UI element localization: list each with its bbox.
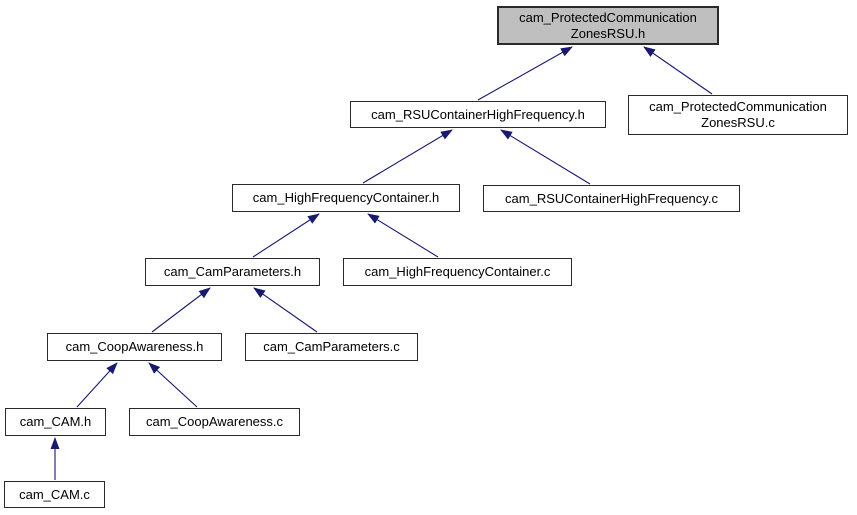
node-cam_CAM.c[interactable]: cam_CAM.c bbox=[4, 481, 105, 508]
node-label: cam_CAM.c bbox=[19, 486, 90, 502]
node-label: cam_CoopAwareness.c bbox=[145, 414, 284, 429]
edge-cam_RSUContainerHighFrequency.h-to-cam_ProtectedCommunicationZonesRSU.h bbox=[477, 46, 573, 101]
edge-cam_HighFrequencyContainer.c-to-cam_HighFrequencyContainer.h bbox=[367, 213, 439, 258]
node-cam_ProtectedCommunicationZonesRSU.h: cam_ProtectedCommunication ZonesRSU.h bbox=[497, 6, 719, 45]
node-label: cam_HighFrequencyContainer.c bbox=[364, 264, 551, 279]
node-cam_RSUContainerHighFrequency.c[interactable]: cam_RSUContainerHighFrequency.c bbox=[483, 185, 740, 212]
node-label: cam_ProtectedCommunication ZonesRSU.h bbox=[519, 9, 697, 41]
node-cam_CamParameters.h[interactable]: cam_CamParameters.h bbox=[145, 258, 320, 286]
node-cam_ProtectedCommunicationZonesRSU.c[interactable]: cam_ProtectedCommunication ZonesRSU.c bbox=[628, 95, 848, 135]
node-cam_HighFrequencyContainer.c[interactable]: cam_HighFrequencyContainer.c bbox=[343, 258, 572, 286]
edge-cam_CAM.h-to-cam_CoopAwareness.h bbox=[76, 362, 118, 408]
node-cam_CoopAwareness.h[interactable]: cam_CoopAwareness.h bbox=[47, 333, 222, 361]
edge-cam_CamParameters.c-to-cam_CamParameters.h bbox=[253, 287, 318, 333]
node-label: cam_ProtectedCommunication ZonesRSU.c bbox=[649, 99, 827, 130]
edge-cam_ProtectedCommunicationZonesRSU.c-to-cam_ProtectedCommunicationZonesRSU.h bbox=[643, 46, 713, 95]
node-cam_CoopAwareness.c[interactable]: cam_CoopAwareness.c bbox=[129, 408, 300, 436]
node-label: cam_RSUContainerHighFrequency.c bbox=[505, 190, 718, 206]
node-label: cam_CamParameters.h bbox=[163, 264, 302, 279]
node-label: cam_RSUContainerHighFrequency.h bbox=[371, 106, 585, 122]
node-label: cam_HighFrequencyContainer.h bbox=[252, 190, 440, 205]
edge-cam_CoopAwareness.h-to-cam_CamParameters.h bbox=[151, 287, 211, 333]
node-cam_CamParameters.c[interactable]: cam_CamParameters.c bbox=[245, 333, 418, 361]
node-label: cam_CoopAwareness.h bbox=[65, 339, 204, 354]
node-cam_CAM.h[interactable]: cam_CAM.h bbox=[5, 408, 106, 436]
edge-cam_HighFrequencyContainer.h-to-cam_RSUContainerHighFrequency.h bbox=[362, 129, 453, 184]
edge-cam_CamParameters.h-to-cam_HighFrequencyContainer.h bbox=[252, 213, 320, 258]
node-label: cam_CAM.h bbox=[19, 414, 92, 429]
edge-cam_RSUContainerHighFrequency.c-to-cam_RSUContainerHighFrequency.h bbox=[500, 129, 591, 185]
node-label: cam_CamParameters.c bbox=[263, 339, 400, 354]
node-cam_HighFrequencyContainer.h[interactable]: cam_HighFrequencyContainer.h bbox=[232, 184, 460, 212]
node-cam_RSUContainerHighFrequency.h[interactable]: cam_RSUContainerHighFrequency.h bbox=[350, 101, 606, 128]
edge-cam_CoopAwareness.c-to-cam_CoopAwareness.h bbox=[148, 362, 198, 408]
